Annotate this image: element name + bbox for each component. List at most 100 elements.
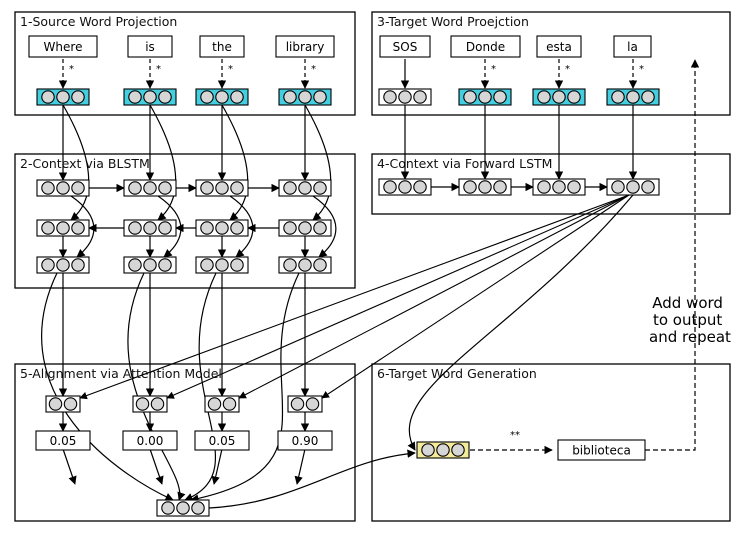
curve-context-to-output bbox=[208, 449, 416, 509]
blstm-output-state-4-unit-2 bbox=[298, 258, 312, 272]
blstm-output-state-1-unit-3 bbox=[71, 258, 85, 272]
target-word-1: SOS bbox=[379, 35, 431, 58]
attention-node-4-unit-2 bbox=[305, 397, 320, 411]
decoder-state-2-unit-3 bbox=[493, 180, 507, 194]
blstm-output-state-4-unit-3 bbox=[313, 258, 327, 272]
blstm-forward-state-3-unit-2 bbox=[215, 181, 229, 195]
arrow-weight-to-ctx-4 bbox=[294, 448, 306, 485]
decoder-state-3-unit-1 bbox=[537, 180, 551, 194]
blstm-output-state-1-unit-1 bbox=[41, 258, 55, 272]
target-embedding-4-unit-1 bbox=[611, 90, 625, 104]
source-embedding-1 bbox=[36, 88, 90, 106]
curve-out-to-context-3 bbox=[184, 272, 217, 501]
attention-node-2-unit-1 bbox=[135, 397, 150, 411]
attention-weight-4-label: 0.90 bbox=[292, 434, 319, 448]
blstm-backward-state-2-unit-2 bbox=[143, 221, 157, 235]
source-embedding-3-unit-2 bbox=[215, 90, 229, 104]
arrow-dec-to-attn-4 bbox=[321, 194, 630, 399]
source-word-2-box bbox=[127, 35, 173, 58]
blstm-backward-state-3-unit-3 bbox=[230, 221, 244, 235]
decoder-state-2-unit-2 bbox=[478, 180, 492, 194]
output-word-box bbox=[557, 439, 646, 461]
blstm-backward-state-4-unit-3 bbox=[313, 221, 327, 235]
curve-dec-to-output bbox=[407, 194, 634, 451]
decoder-state-4-unit-1 bbox=[611, 180, 625, 194]
blstm-output-state-1 bbox=[36, 256, 90, 274]
source-embedding-2 bbox=[123, 88, 177, 106]
output-state-unit-1 bbox=[421, 443, 435, 457]
source-embedding-4-unit-2 bbox=[298, 90, 312, 104]
source-embedding-3 bbox=[195, 88, 249, 106]
attention-weight-1-label: 0.05 bbox=[50, 434, 77, 448]
blstm-forward-state-2-unit-1 bbox=[128, 181, 142, 195]
arrow-dec-to-attn-2 bbox=[166, 194, 630, 399]
connection-lines bbox=[41, 59, 700, 509]
panel-title-target-projection: 3-Target Word Proejction bbox=[377, 14, 529, 29]
context-vector bbox=[156, 499, 210, 517]
target-word-2-label: Donde bbox=[466, 40, 505, 54]
blstm-forward-state-1-unit-1 bbox=[41, 181, 55, 195]
source-embedding-1-unit-3 bbox=[71, 90, 85, 104]
source-embedding-2-unit-2 bbox=[143, 90, 157, 104]
target-embedding-3-unit-1 bbox=[537, 90, 551, 104]
target-embedding-1-unit-1 bbox=[383, 90, 397, 104]
target-word-3-box bbox=[536, 35, 582, 58]
source-word-2-label: is bbox=[145, 40, 155, 54]
blstm-output-state-4-unit-1 bbox=[283, 258, 297, 272]
attention-node-3-unit-2 bbox=[222, 397, 237, 411]
target-embedding-1-unit-2 bbox=[398, 90, 412, 104]
curve-out-to-context-4 bbox=[190, 272, 300, 503]
attention-weight-3-label: 0.05 bbox=[209, 434, 236, 448]
attention-node-1-unit-2 bbox=[63, 397, 78, 411]
marker-target-3: * bbox=[565, 64, 570, 75]
target-embedding-1-unit-3 bbox=[413, 90, 427, 104]
attention-weight-2-box bbox=[122, 430, 178, 451]
attention-node-4 bbox=[287, 395, 323, 413]
attention-node-4-unit-1 bbox=[290, 397, 305, 411]
output-word: biblioteca bbox=[557, 439, 646, 461]
panel-title-alignment-attention: 5-Alignment via Attention Model bbox=[20, 366, 222, 381]
source-word-1-label: Where bbox=[44, 40, 83, 54]
decoder-state-4-unit-3 bbox=[641, 180, 655, 194]
blstm-backward-state-1 bbox=[36, 219, 90, 237]
blstm-output-state-4 bbox=[278, 256, 332, 274]
feedback-note-line-2: to output bbox=[653, 311, 722, 329]
target-word-2: Donde bbox=[450, 35, 521, 58]
marker-source-1: * bbox=[69, 64, 74, 75]
feedback-note: Add word to output and repeat bbox=[649, 294, 731, 346]
blstm-output-state-1-unit-2 bbox=[56, 258, 70, 272]
blstm-backward-state-3-unit-1 bbox=[200, 221, 214, 235]
source-word-3-label: the bbox=[212, 40, 232, 54]
source-word-1-box bbox=[28, 35, 98, 58]
curve-out-to-context-2 bbox=[127, 272, 186, 501]
decoder-state-2-unit-1 bbox=[463, 180, 477, 194]
curve-emb-to-bwd-3 bbox=[221, 104, 249, 221]
source-embedding-4 bbox=[278, 88, 332, 106]
panel-context-forward-lstm bbox=[371, 153, 731, 215]
blstm-output-state-3-unit-1 bbox=[200, 258, 214, 272]
target-word-2-box bbox=[450, 35, 521, 58]
decoder-state-3-unit-3 bbox=[567, 180, 581, 194]
attention-node-1 bbox=[45, 395, 81, 413]
blstm-forward-state-3-unit-3 bbox=[230, 181, 244, 195]
target-embedding-1 bbox=[378, 88, 432, 106]
decoder-state-1 bbox=[378, 178, 432, 196]
blstm-forward-state-1-unit-2 bbox=[56, 181, 70, 195]
attention-weight-2-label: 0.00 bbox=[137, 434, 164, 448]
panel-target-projection bbox=[371, 11, 731, 116]
decoder-state-3-unit-2 bbox=[552, 180, 566, 194]
blstm-forward-state-3 bbox=[195, 179, 249, 197]
attention-node-2-unit-2 bbox=[150, 397, 165, 411]
curve-fwd-to-out-1 bbox=[70, 195, 95, 258]
attention-weight-1: 0.05 bbox=[35, 430, 91, 451]
blstm-backward-state-2 bbox=[123, 219, 177, 237]
source-embedding-4-unit-1 bbox=[283, 90, 297, 104]
marker-output-double: ** bbox=[510, 430, 520, 441]
blstm-output-state-3-unit-2 bbox=[215, 258, 229, 272]
target-embedding-2 bbox=[458, 88, 512, 106]
marker-source-2: * bbox=[156, 64, 161, 75]
blstm-forward-state-1 bbox=[36, 179, 90, 197]
blstm-forward-state-2-unit-3 bbox=[158, 181, 172, 195]
blstm-output-state-2-unit-2 bbox=[143, 258, 157, 272]
output-state-unit-2 bbox=[436, 443, 450, 457]
